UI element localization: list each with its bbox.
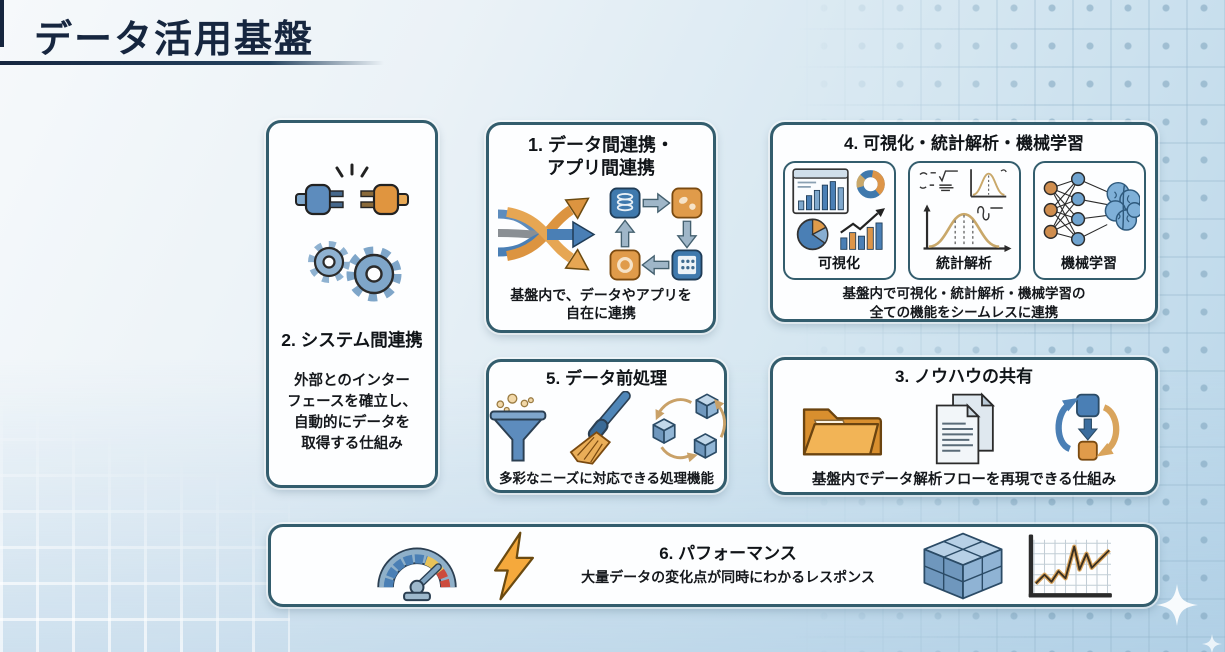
sparkle-icon-small bbox=[1202, 634, 1222, 652]
broom-icon bbox=[569, 390, 631, 465]
documents-icon bbox=[935, 392, 996, 465]
card-title: 1. データ間連携・ アプリ間連携 bbox=[527, 135, 674, 179]
card-data-app-link: 1. データ間連携・ アプリ間連携 bbox=[486, 122, 716, 333]
card-icons bbox=[485, 390, 729, 467]
card-system-integration: 2. システム間連携 外部とのインター フェースを確立し、 自動的にデータを 取… bbox=[266, 120, 438, 488]
line-chart-icon bbox=[1028, 534, 1112, 597]
title-underline bbox=[0, 61, 384, 65]
card-title: 4. 可視化・統計解析・機械学習 bbox=[844, 134, 1084, 153]
card-description: 基盤内で、データやアプリを 自在に連携 bbox=[510, 287, 692, 322]
card-icons bbox=[797, 391, 1131, 467]
data-blocks-icon bbox=[923, 532, 1003, 599]
card-performance: 6. パフォーマンス 大量データの変化点が同時にわかるレスポンス bbox=[268, 524, 1158, 607]
card-knowhow-sharing: 3. ノウハウの共有 bbox=[770, 357, 1158, 495]
card-description: 多彩なニーズに対応できる処理機能 bbox=[498, 470, 715, 486]
card-title: 6. パフォーマンス bbox=[659, 544, 797, 564]
workflow-cycle-icon bbox=[1055, 393, 1120, 461]
background-grid-bottom-left bbox=[0, 402, 290, 652]
title-edge-accent bbox=[0, 0, 4, 47]
card-title: 2. システム間連携 bbox=[281, 330, 423, 350]
sub-box-statistics: 統計解析 bbox=[907, 160, 1021, 280]
card-description: 外部とのインター フェースを確立し、 自動的にデータを 取得する仕組み bbox=[287, 373, 417, 453]
charts-icon bbox=[792, 168, 886, 250]
card-title: 3. ノウハウの共有 bbox=[895, 367, 1033, 386]
folder-icon bbox=[802, 408, 883, 456]
merge-arrows-icon bbox=[497, 197, 596, 271]
sub-box-label: 統計解析 bbox=[936, 254, 992, 271]
analytics-sub-boxes: 可視化 bbox=[782, 160, 1146, 280]
sub-box-label: 機械学習 bbox=[1061, 254, 1117, 271]
gears-icon bbox=[308, 241, 402, 302]
funnel-icon bbox=[489, 393, 546, 462]
card-description: 基盤内でデータ解析フローを再現できる仕組み bbox=[811, 471, 1117, 488]
card-description: 大量データの変化点が同時にわかるレスポンス bbox=[581, 569, 875, 586]
page-title: データ活用基盤 bbox=[34, 19, 315, 61]
app-data-cycle-icon bbox=[609, 187, 703, 281]
card-title: 5. データ前処理 bbox=[546, 369, 667, 388]
sparkle-icon bbox=[1156, 584, 1198, 626]
statistics-icon bbox=[919, 169, 1012, 252]
sub-box-machine-learning: 機械学習 bbox=[1032, 160, 1146, 280]
card-analytics: 4. 可視化・統計解析・機械学習 bbox=[770, 122, 1158, 322]
neural-network-brain-icon bbox=[1043, 171, 1140, 246]
performance-text: 6. パフォーマンス 大量データの変化点が同時にわかるレスポンス bbox=[539, 543, 917, 587]
lightning-icon bbox=[494, 531, 534, 600]
card-preprocessing: 5. データ前処理 bbox=[486, 359, 727, 493]
sub-box-visualization: 可視化 bbox=[782, 160, 896, 280]
card-description: 基盤内で可視化・統計解析・機械学習の 全ての機能をシームレスに連携 bbox=[842, 285, 1086, 320]
cube-transform-icon bbox=[651, 393, 726, 462]
plug-connection-icon bbox=[295, 163, 409, 216]
gauge-icon bbox=[377, 547, 457, 601]
sub-box-label: 可視化 bbox=[818, 254, 860, 271]
card-icons bbox=[495, 183, 707, 285]
